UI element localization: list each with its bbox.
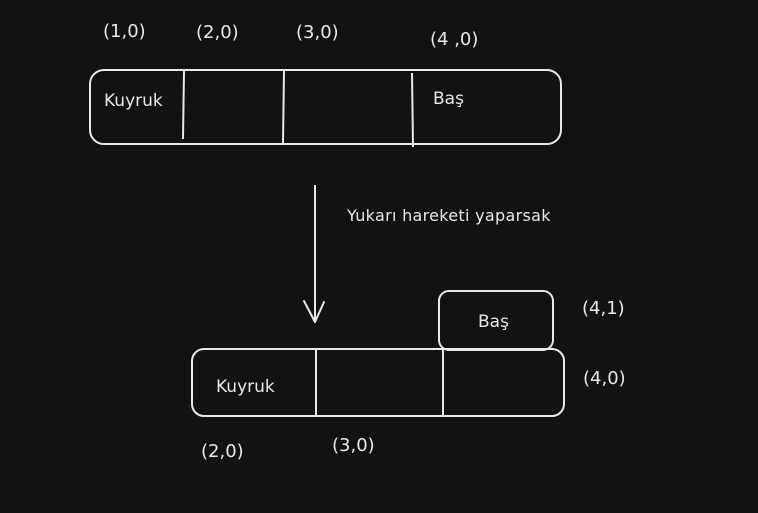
transition-caption: Yukarı hareketi yaparsak	[347, 206, 551, 225]
bottom-coord-2: (3,0)	[332, 435, 375, 456]
bottom-coord-1: (2,0)	[201, 441, 244, 462]
bottom-tail-label: Kuyruk	[216, 377, 275, 397]
top-snake-divider-3	[411, 72, 414, 148]
top-coord-3: (3,0)	[296, 22, 339, 43]
head-coord: (4,1)	[582, 298, 625, 319]
top-snake-divider-2	[282, 70, 285, 144]
bottom-head-label: Baş	[478, 312, 509, 332]
right-coord: (4,0)	[583, 368, 626, 389]
down-arrow-head	[303, 300, 325, 323]
top-head-label: Baş	[433, 89, 464, 109]
top-coord-1: (1,0)	[103, 21, 146, 42]
top-coord-4: (4 ,0)	[430, 29, 479, 50]
top-coord-2: (2,0)	[196, 22, 239, 43]
bottom-snake-body	[191, 348, 565, 417]
top-snake-divider-1	[182, 70, 185, 140]
top-tail-label: Kuyruk	[104, 91, 163, 111]
top-snake-body	[89, 69, 562, 145]
